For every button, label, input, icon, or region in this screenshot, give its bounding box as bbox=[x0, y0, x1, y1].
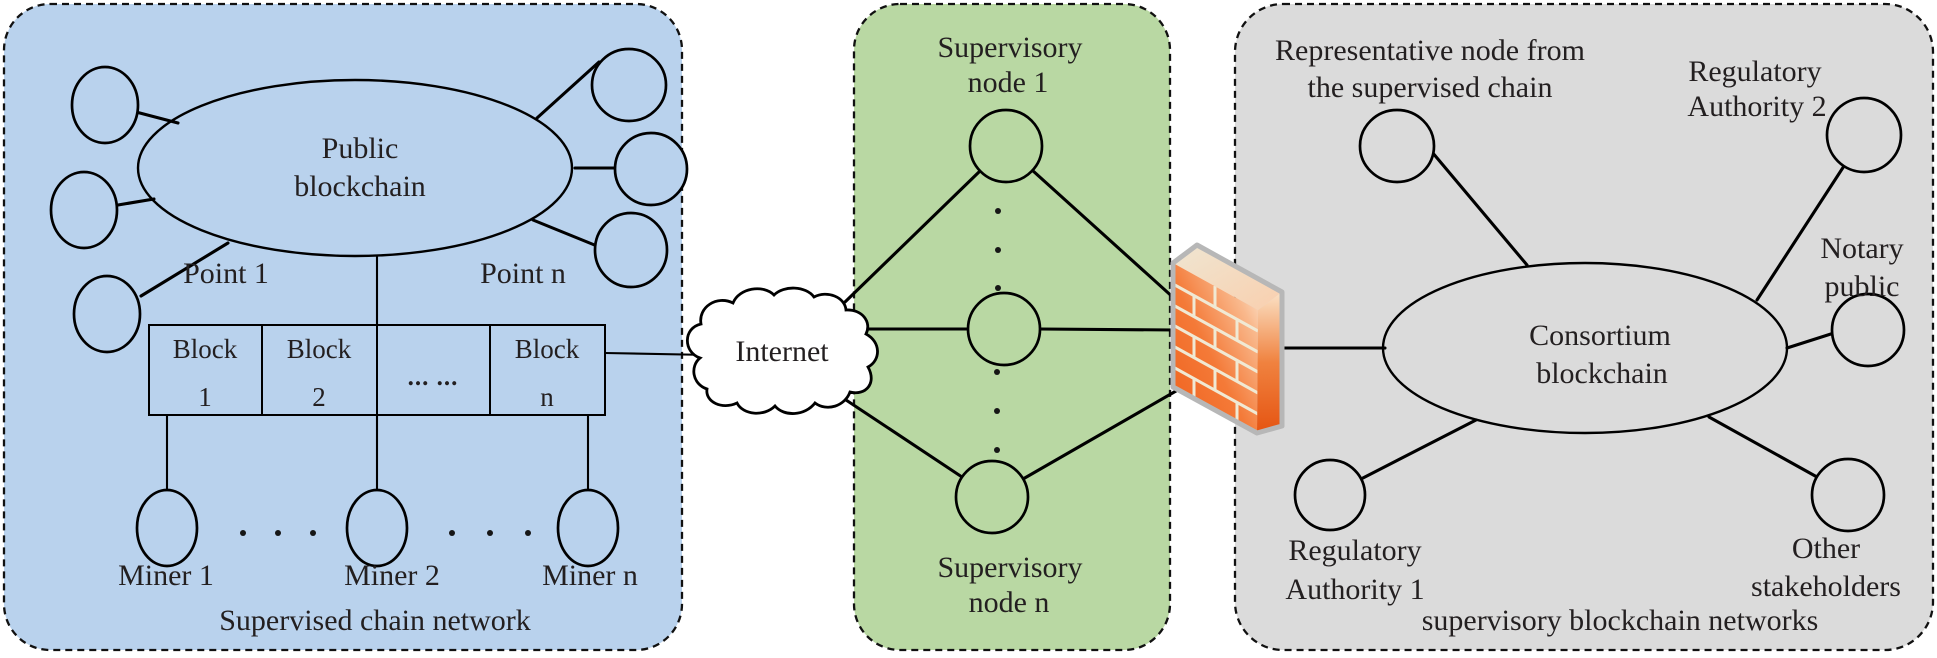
consortium-caption: supervisory blockchain networks bbox=[1422, 604, 1819, 637]
edge-noden-firewall bbox=[1021, 389, 1178, 481]
supervisory-noden-label-2: node n bbox=[969, 586, 1050, 619]
edge-regulatory2-hub bbox=[1755, 164, 1846, 302]
peer-node-left-2 bbox=[49, 170, 119, 250]
edge-point1-c bbox=[139, 241, 230, 298]
notary-label-2: public bbox=[1825, 270, 1900, 303]
edge-pointn-c bbox=[531, 218, 599, 248]
firewall-icon bbox=[1170, 242, 1285, 436]
supervisory-node1-label-2: node 1 bbox=[968, 66, 1049, 99]
other-label-1: Other bbox=[1792, 532, 1860, 565]
supervised-chain-caption: Supervised chain network bbox=[219, 604, 531, 637]
other-stakeholders-node bbox=[1810, 457, 1886, 533]
miner-ellipsis-dot bbox=[275, 530, 281, 536]
block1-label-1: Block bbox=[173, 334, 238, 364]
public-blockchain-label-2: blockchain bbox=[294, 170, 426, 203]
consortium-content: Consortium blockchain Representative nod… bbox=[1275, 34, 1906, 637]
edge-regulatory1-hub bbox=[1359, 418, 1478, 481]
edge-other-hub bbox=[1707, 415, 1819, 479]
edge-representative-hub bbox=[1430, 150, 1529, 267]
miner-ellipsis-dot bbox=[487, 530, 493, 536]
supervised-chain-content: Public blockchain Point 1 Point n Block … bbox=[49, 47, 689, 637]
representative-node bbox=[1358, 108, 1436, 184]
notary-public-node bbox=[1830, 292, 1906, 368]
firewall-top-face bbox=[1173, 245, 1282, 310]
regulatory-authority2-node bbox=[1825, 96, 1903, 174]
internet-label: Internet bbox=[735, 335, 829, 368]
blockn-label-1: Block bbox=[515, 334, 580, 364]
supervisory-nodes-content: Supervisory node 1 Supervisory node n bbox=[938, 31, 1083, 619]
public-blockchain-label-1: Public bbox=[322, 132, 399, 165]
point1-label: Point 1 bbox=[183, 257, 269, 290]
node-ellipsis-dot bbox=[995, 285, 1001, 291]
supervisory-node-mid bbox=[966, 291, 1042, 367]
block-ellipsis: ... ... bbox=[408, 364, 459, 391]
node-ellipsis-dot bbox=[995, 208, 1001, 214]
peer-node-left-3 bbox=[72, 274, 142, 354]
other-label-2: stakeholders bbox=[1751, 570, 1901, 603]
node-ellipsis-dot bbox=[994, 447, 1000, 453]
minern-node bbox=[556, 488, 620, 568]
supervised-chain-panel bbox=[2, 2, 684, 652]
consortium-label-1: Consortium bbox=[1529, 319, 1671, 352]
firewall-side-face bbox=[1257, 292, 1282, 433]
minern-label: Miner n bbox=[542, 559, 638, 592]
consortium-label-2: blockchain bbox=[1536, 357, 1668, 390]
peer-node-right-1 bbox=[590, 47, 668, 123]
miner1-node bbox=[135, 488, 199, 568]
node-ellipsis-dot bbox=[994, 408, 1000, 414]
block1-label-2: 1 bbox=[198, 382, 212, 412]
firewall-outline bbox=[1170, 242, 1285, 436]
regulatory1-label-2: Authority 1 bbox=[1285, 573, 1424, 606]
peer-node-right-2 bbox=[613, 131, 689, 207]
internet-cloud-icon: Internet bbox=[685, 286, 879, 415]
regulatory2-label-1: Regulatory bbox=[1688, 55, 1821, 88]
miner2-label: Miner 2 bbox=[344, 559, 440, 592]
regulatory2-label-2: Authority 2 bbox=[1687, 90, 1826, 123]
representative-label-2: the supervised chain bbox=[1308, 71, 1553, 104]
firewall-brick-pattern bbox=[1173, 282, 1258, 423]
peer-node-right-3 bbox=[593, 211, 669, 289]
cloud-shape bbox=[685, 286, 879, 415]
edge-notary-hub bbox=[1785, 331, 1836, 350]
supervised-chain-panel-border bbox=[2, 2, 684, 652]
miner-ellipsis-dot bbox=[310, 530, 316, 536]
block2-label-1: Block bbox=[287, 334, 352, 364]
node-ellipsis-dot bbox=[994, 369, 1000, 375]
edge-pointn-a bbox=[535, 60, 601, 120]
representative-label-1: Representative node from bbox=[1275, 34, 1585, 67]
miner2-node bbox=[345, 488, 409, 568]
supervisory-node1-label-1: Supervisory bbox=[938, 31, 1083, 64]
notary-label-1: Notary bbox=[1820, 232, 1903, 265]
blockn-label-2: n bbox=[540, 382, 554, 412]
edge-internet-node1 bbox=[843, 169, 982, 304]
regulatory1-label-1: Regulatory bbox=[1288, 534, 1421, 567]
supervisory-noden bbox=[954, 459, 1030, 535]
edge-node1-firewall bbox=[1030, 168, 1178, 302]
miner-ellipsis-dot bbox=[240, 530, 246, 536]
supervisory-node1 bbox=[968, 108, 1044, 184]
public-blockchain-ellipse bbox=[136, 78, 574, 258]
pointn-label: Point n bbox=[480, 257, 566, 290]
supervisory-noden-label-1: Supervisory bbox=[938, 551, 1083, 584]
edge-point1-b bbox=[116, 197, 156, 207]
edge-internet-noden bbox=[841, 396, 964, 479]
node-ellipsis-dot bbox=[995, 247, 1001, 253]
miner-ellipsis-dot bbox=[525, 530, 531, 536]
peer-node-left-1 bbox=[70, 65, 140, 145]
regulatory-authority1-node bbox=[1293, 458, 1367, 532]
block2-label-2: 2 bbox=[312, 382, 326, 412]
miner-ellipsis-dot bbox=[449, 530, 455, 536]
miner1-label: Miner 1 bbox=[118, 559, 214, 592]
edge-nodemid-firewall bbox=[1038, 327, 1178, 332]
consortium-blockchain-ellipse bbox=[1381, 261, 1789, 435]
